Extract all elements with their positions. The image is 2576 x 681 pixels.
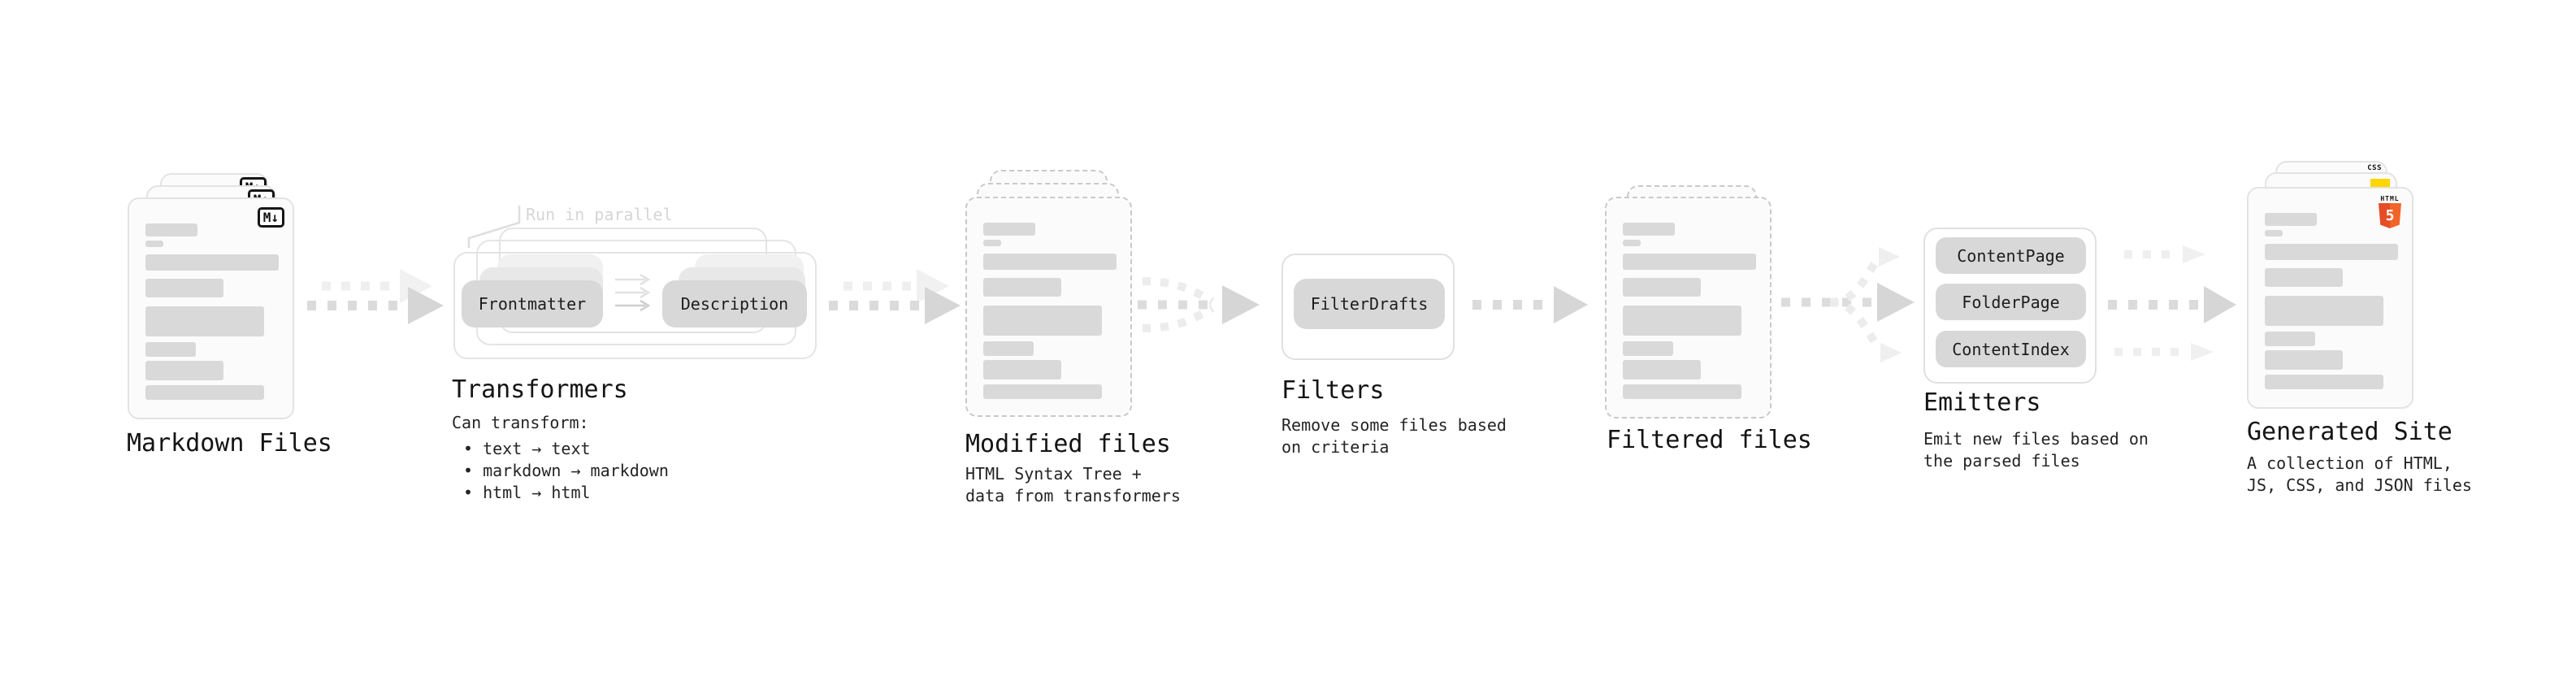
filters-desc-line: Remove some files based (1281, 415, 1507, 435)
generated-site-description: A collection of HTML, JS, CSS, and JSON … (2247, 453, 2472, 497)
transformers-desc-line: • html → html (463, 483, 591, 502)
filters-label: Filters (1281, 376, 1385, 405)
emitters-desc-line: Emit new files based on (1923, 429, 2149, 449)
transformers-desc-line: • text → text (463, 439, 591, 458)
text-line-bar (983, 341, 1034, 356)
generated-desc-line: JS, CSS, and JSON files (2247, 475, 2472, 495)
text-line-bar (2265, 350, 2343, 370)
modified-file-card-front (965, 197, 1132, 417)
generated-desc-line: A collection of HTML, (2247, 453, 2452, 473)
run-in-parallel-annotation: Run in parallel (526, 205, 673, 224)
text-line-bar (145, 342, 196, 357)
markdown-icon: M↓ (257, 207, 284, 228)
arrow-transformers-to-modified-ghost (843, 269, 949, 303)
text-line-bar (983, 240, 1001, 246)
text-line-bar (145, 279, 223, 297)
emitters-label: Emitters (1923, 388, 2041, 417)
text-line-bar (2265, 213, 2317, 226)
text-line-bar (2265, 375, 2383, 389)
filters-box (1281, 254, 1455, 360)
text-line-bar (1623, 360, 1701, 380)
text-line-bar (1623, 306, 1741, 336)
text-line-bar (145, 385, 264, 400)
transformers-description: Can transform: • text → text • markdown … (452, 412, 669, 504)
arrow-emitters-to-generated-top (2124, 245, 2205, 263)
arrow-emitters-to-generated-middle (2108, 286, 2236, 323)
filters-description: Remove some files based on criteria (1281, 414, 1507, 458)
text-line-bar (1623, 278, 1701, 297)
text-line-bar (983, 384, 1102, 399)
modified-desc-line: HTML Syntax Tree + (965, 464, 1142, 484)
transformers-desc-line: Can transform: (452, 413, 589, 432)
arrow-modified-to-filters (1138, 277, 1260, 332)
transformers-desc-line: • markdown → markdown (463, 461, 669, 480)
text-line-bar (1623, 384, 1741, 399)
contentpage-node: ContentPage (1936, 237, 2086, 274)
text-line-bar (1623, 341, 1673, 356)
text-line-bar (983, 306, 1102, 336)
text-line-bar (1623, 223, 1675, 236)
text-line-bar (983, 223, 1035, 236)
arrow-filters-to-filtered (1472, 286, 1588, 323)
modified-desc-line: data from transformers (965, 486, 1181, 505)
emitters-box (1923, 228, 2097, 384)
text-line-bar (983, 278, 1061, 297)
emitters-desc-line: the parsed files (1923, 451, 2080, 471)
text-line-bar (145, 361, 223, 380)
text-line-bar (145, 241, 163, 247)
arrow-transformers-to-modified (829, 287, 961, 324)
emitters-description: Emit new files based on the parsed files (1923, 428, 2149, 472)
text-line-bar (2265, 332, 2315, 346)
transformer-run-box-front (453, 252, 817, 359)
folderpage-node: FolderPage (1936, 284, 2086, 320)
contentindex-node: ContentIndex (1936, 331, 2086, 367)
filters-desc-line: on criteria (1281, 437, 1390, 457)
text-line-bar (145, 223, 197, 236)
markdown-files-label: Markdown Files (127, 429, 332, 458)
text-line-bar (145, 254, 279, 271)
arrow-emitters-to-generated-bottom (2114, 343, 2214, 361)
javascript-icon (2370, 179, 2390, 189)
filtered-files-label: Filtered files (1607, 426, 1812, 454)
text-line-bar (2265, 268, 2343, 287)
text-line-bar (145, 306, 264, 336)
transformers-label: Transformers (452, 375, 628, 404)
arrow-markdown-to-transformers-ghost (322, 269, 432, 303)
arrow-markdown-to-transformers (307, 287, 444, 324)
text-line-bar (983, 254, 1117, 270)
text-line-bar (2265, 296, 2383, 326)
markdown-file-card-front: M↓ (128, 197, 294, 419)
generated-file-card-html: HTML 5 (2247, 187, 2413, 409)
text-line-bar (2265, 244, 2398, 260)
text-line-bar (1623, 240, 1641, 246)
text-line-bar (1623, 254, 1756, 270)
html5-icon-number: 5 (2385, 207, 2395, 224)
html5-icon-word: HTML (2380, 195, 2400, 202)
frontmatter-node: Frontmatter (462, 280, 603, 327)
arrow-filtered-to-emitters (1781, 247, 1915, 362)
html5-icon: HTML 5 (2378, 195, 2402, 228)
text-line-bar (983, 360, 1061, 380)
modified-files-description: HTML Syntax Tree + data from transformer… (965, 463, 1181, 507)
text-line-bar (2265, 230, 2283, 236)
description-node: Description (662, 280, 807, 327)
generated-site-label: Generated Site (2247, 418, 2452, 446)
modified-files-label: Modified files (965, 430, 1171, 458)
filtered-file-card-front (1605, 197, 1772, 419)
filterdrafts-node: FilterDrafts (1294, 279, 1445, 329)
